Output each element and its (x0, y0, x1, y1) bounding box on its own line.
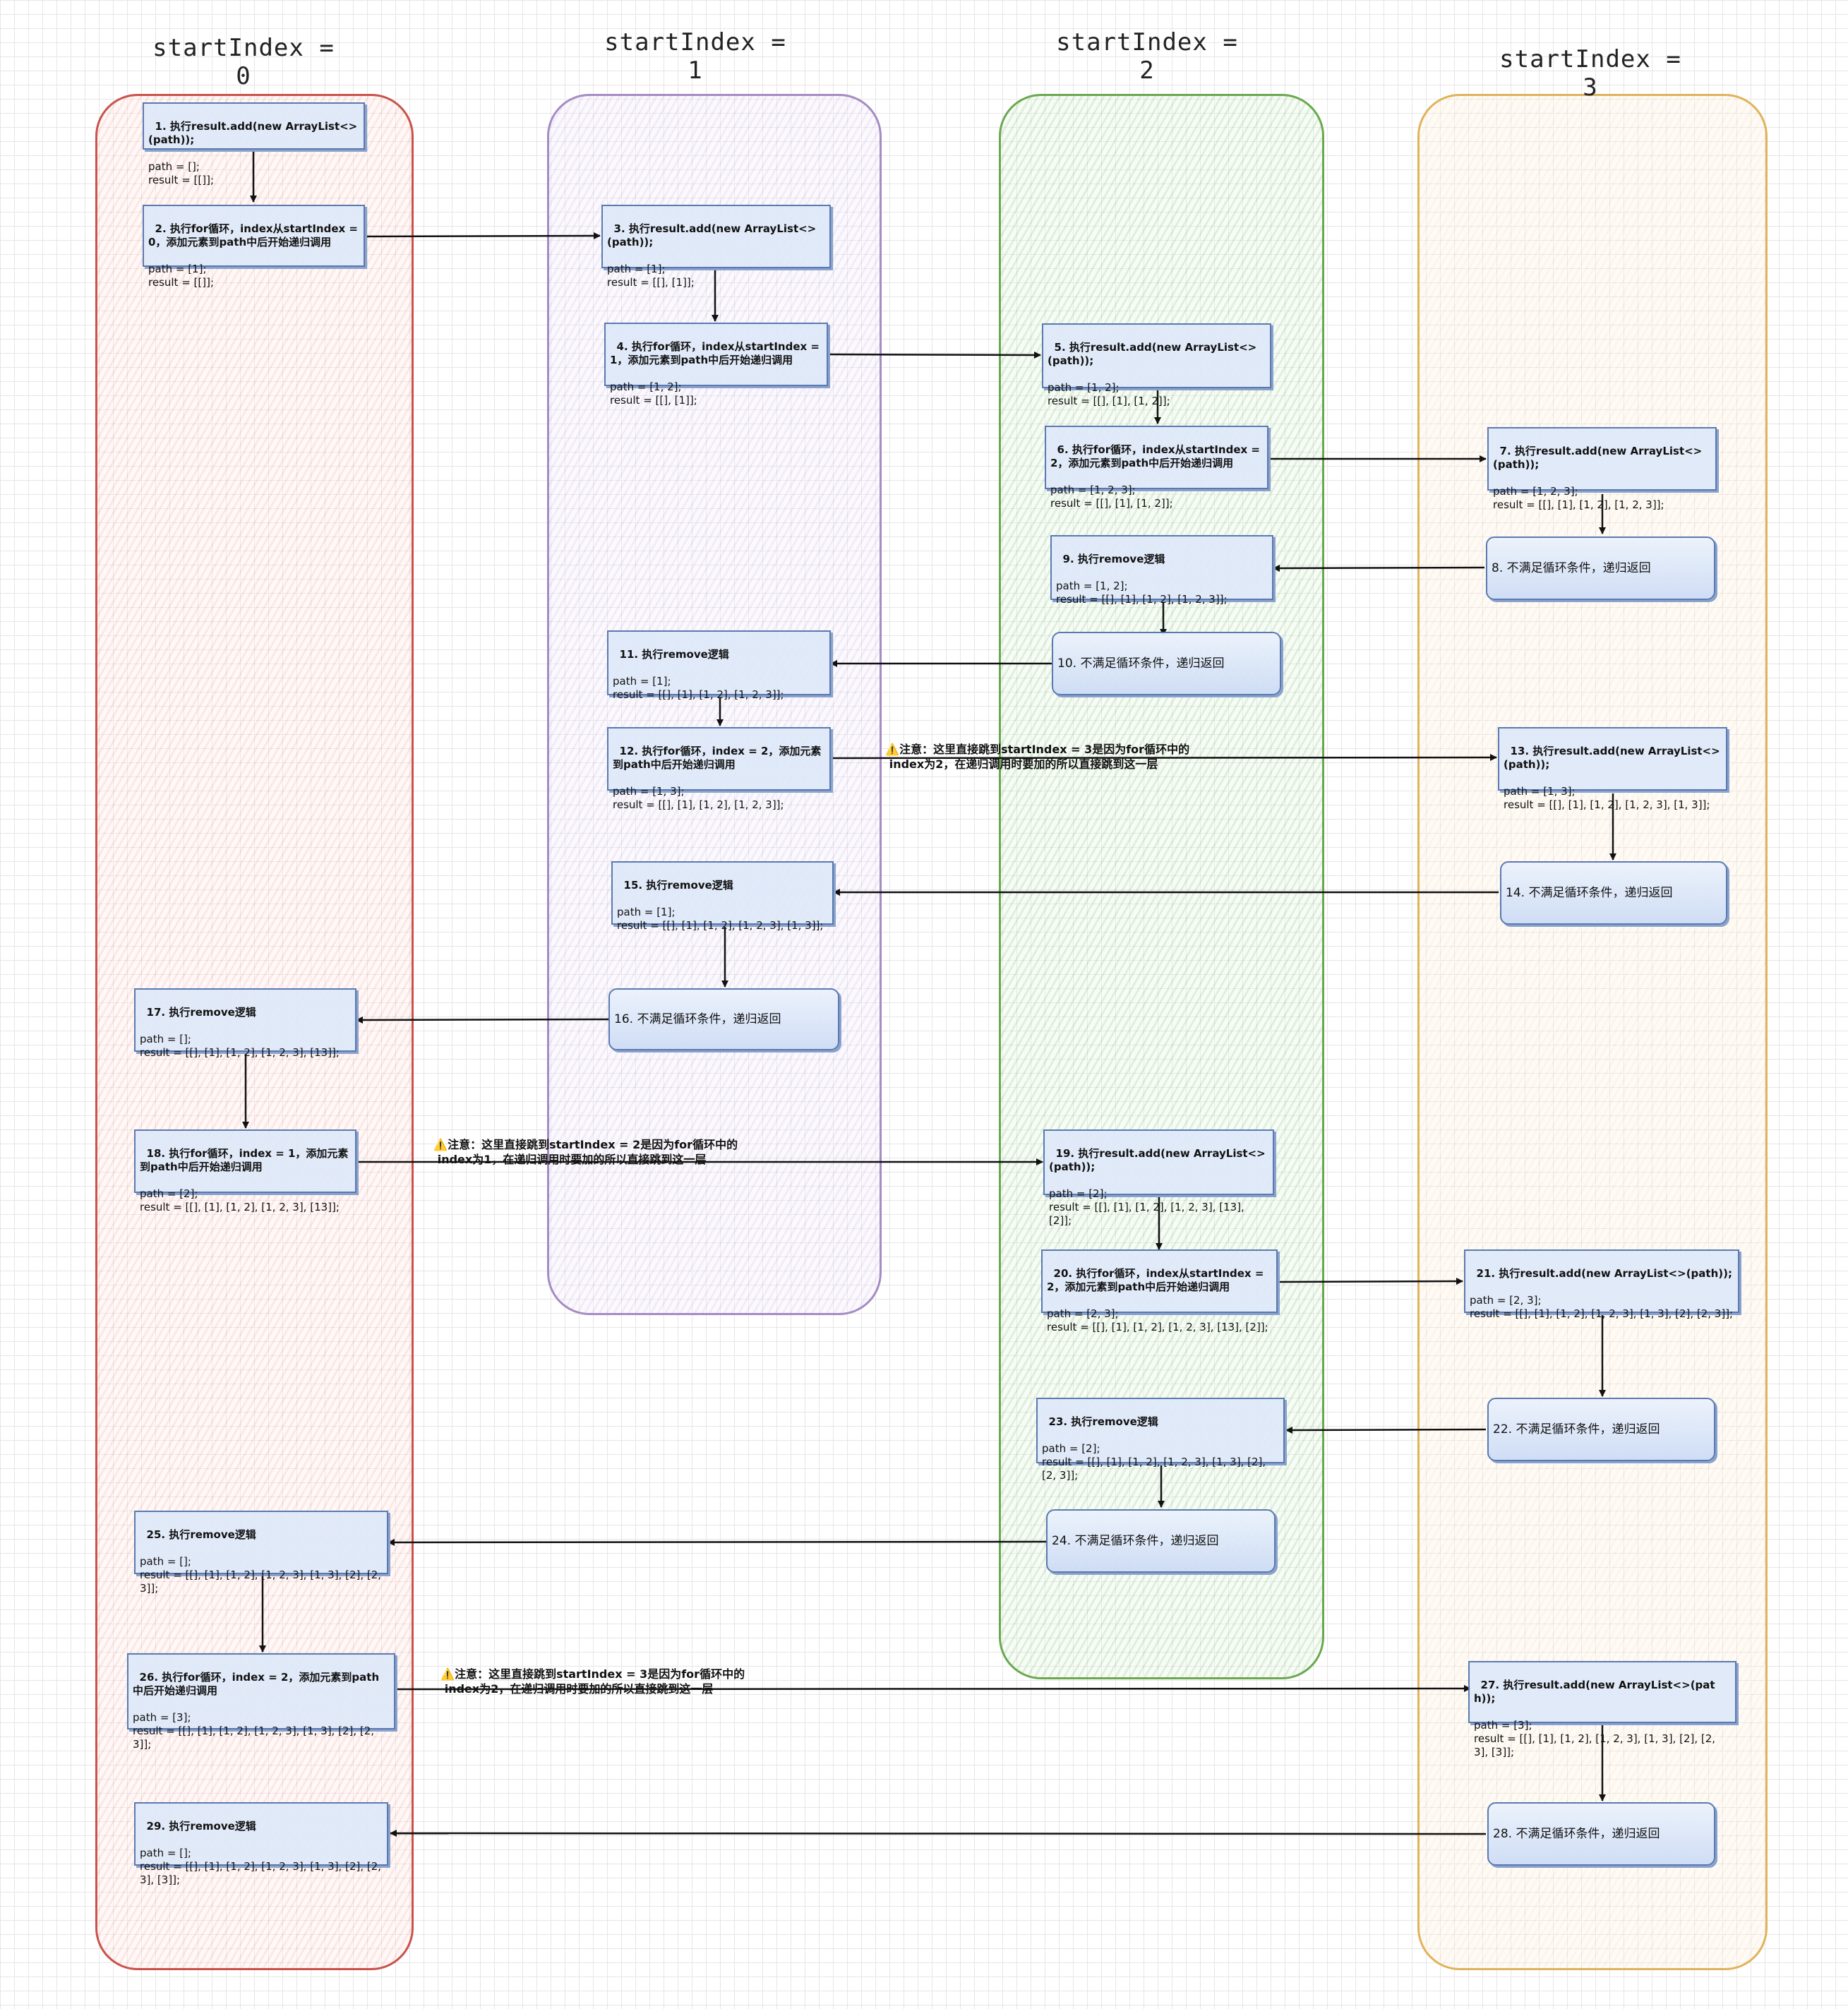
step-title: 11. 执行remove逻辑 (619, 648, 729, 661)
step-title: 22. 不满足循环条件，递归返回 (1493, 1422, 1660, 1437)
step-title: 26. 执行for循环，index = 2，添加元素到path中后开始递归调用 (133, 1671, 380, 1697)
jump-note: ⚠️注意：这里直接跳到startIndex = 3是因为for循环中的 inde… (877, 727, 1189, 772)
step-9-box: 9. 执行remove逻辑 path = [1, 2]; result = [[… (1050, 535, 1273, 606)
note-text: 注意：这里直接跳到startIndex = 3是因为for循环中的 index为… (444, 1667, 745, 1696)
step-title: 6. 执行for循环，index从startIndex = 2，添加元素到pat… (1050, 443, 1264, 469)
step-state: path = [1, 2, 3]; result = [[], [1], [1,… (1050, 484, 1173, 510)
step-13-box: 13. 执行result.add(new ArrayList<>(path));… (1498, 727, 1727, 811)
step-title: 16. 不满足循环条件，递归返回 (614, 1012, 781, 1026)
lane-title: startIndex = 3 (1499, 45, 1681, 102)
step-20-box: 20. 执行for循环，index从startIndex = 2，添加元素到pa… (1041, 1249, 1278, 1333)
note-text: 注意：这里直接跳到startIndex = 3是因为for循环中的 index为… (889, 743, 1190, 771)
jump-note: ⚠️注意：这里直接跳到startIndex = 2是因为for循环中的 inde… (426, 1122, 738, 1167)
step-21-box: 21. 执行result.add(new ArrayList<>(path));… (1464, 1249, 1739, 1320)
lane-title: startIndex = 1 (604, 28, 786, 85)
step-state: path = [1, 2]; result = [[], [1], [1, 2]… (1056, 580, 1228, 606)
step-title: 23. 执行remove逻辑 (1048, 1415, 1158, 1428)
step-title: 1. 执行result.add(new ArrayList<>(path)); (148, 120, 358, 146)
step-state: path = [3]; result = [[], [1], [1, 2], [… (133, 1711, 375, 1751)
step-state: path = []; result = [[], [1], [1, 2], [1… (140, 1033, 340, 1059)
step-state: path = [1]; result = [[], [1]]; (607, 263, 695, 289)
step-state: path = [2]; result = [[], [1], [1, 2], [… (1042, 1442, 1266, 1482)
step-state: path = [3]; result = [[], [1], [1, 2], [… (1474, 1719, 1716, 1758)
step-8-box: 8. 不满足循环条件，递归返回 (1486, 536, 1715, 600)
step-title: 20. 执行for循环，index从startIndex = 2，添加元素到pa… (1047, 1267, 1268, 1293)
step-25-box: 25. 执行remove逻辑 path = []; result = [[], … (134, 1511, 388, 1595)
step-29-box: 29. 执行remove逻辑 path = []; result = [[], … (134, 1802, 388, 1886)
step-2-box: 2. 执行for循环，index从startIndex = 0，添加元素到pat… (143, 205, 365, 289)
warning-icon: ⚠️ (440, 1667, 455, 1681)
step-state: path = []; result = [[]]; (148, 160, 215, 186)
step-title: 21. 执行result.add(new ArrayList<>(path)); (1476, 1267, 1732, 1280)
step-title: 4. 执行for循环，index从startIndex = 1，添加元素到pat… (610, 340, 824, 366)
step-27-box: 27. 执行result.add(new ArrayList<>(path));… (1468, 1661, 1736, 1758)
step-state: path = [1, 2]; result = [[], [1], [1, 2]… (1048, 381, 1170, 407)
step-state: path = []; result = [[], [1], [1, 2], [1… (140, 1555, 382, 1595)
step-state: path = [2, 3]; result = [[], [1], [1, 2]… (1047, 1307, 1268, 1333)
step-state: path = [1, 2, 3]; result = [[], [1], [1,… (1493, 485, 1664, 511)
step-17-box: 17. 执行remove逻辑 path = []; result = [[], … (134, 988, 356, 1059)
step-16-box: 16. 不满足循环条件，递归返回 (608, 988, 839, 1050)
step-title: 2. 执行for循环，index从startIndex = 0，添加元素到pat… (148, 222, 362, 248)
step-28-box: 28. 不满足循环条件，递归返回 (1487, 1802, 1715, 1866)
step-title: 29. 执行remove逻辑 (146, 1820, 256, 1833)
step-title: 25. 执行remove逻辑 (146, 1528, 256, 1541)
step-state: path = [2]; result = [[], [1], [1, 2], [… (140, 1187, 340, 1213)
step-title: 19. 执行result.add(new ArrayList<>(path)); (1049, 1147, 1266, 1173)
step-state: path = [1, 3]; result = [[], [1], [1, 2]… (1504, 785, 1710, 811)
step-title: 24. 不满足循环条件，递归返回 (1052, 1533, 1219, 1548)
step-title: 27. 执行result.add(new ArrayList<>(path)); (1474, 1679, 1715, 1705)
step-22-box: 22. 不满足循环条件，递归返回 (1487, 1398, 1715, 1461)
step-state: path = [1, 2]; result = [[], [1]]; (610, 380, 697, 407)
step-14-box: 14. 不满足循环条件，递归返回 (1500, 861, 1727, 925)
step-7-box: 7. 执行result.add(new ArrayList<>(path)); … (1487, 427, 1717, 511)
step-state: path = [1]; result = [[], [1], [1, 2], [… (613, 675, 784, 701)
step-24-box: 24. 不满足循环条件，递归返回 (1046, 1509, 1276, 1573)
step-4-box: 4. 执行for循环，index从startIndex = 1，添加元素到pat… (604, 323, 828, 407)
step-state: path = [1]; result = [[]]; (148, 263, 215, 289)
step-title: 10. 不满足循环条件，递归返回 (1057, 656, 1225, 671)
step-19-box: 19. 执行result.add(new ArrayList<>(path));… (1043, 1129, 1274, 1227)
arrow (390, 1830, 1487, 1837)
step-23-box: 23. 执行remove逻辑 path = [2]; result = [[],… (1036, 1398, 1285, 1482)
step-title: 15. 执行remove逻辑 (623, 879, 733, 892)
step-title: 3. 执行result.add(new ArrayList<>(path)); (607, 222, 817, 248)
warning-icon: ⚠️ (885, 743, 900, 756)
step-title: 8. 不满足循环条件，递归返回 (1492, 560, 1651, 575)
step-5-box: 5. 执行result.add(new ArrayList<>(path)); … (1042, 323, 1271, 407)
jump-note: ⚠️注意：这里直接跳到startIndex = 3是因为for循环中的 inde… (433, 1652, 745, 1696)
lane-title: startIndex = 0 (152, 34, 335, 90)
note-text: 注意：这里直接跳到startIndex = 2是因为for循环中的 index为… (437, 1138, 738, 1166)
step-15-box: 15. 执行remove逻辑 path = [1]; result = [[],… (611, 861, 834, 932)
step-11-box: 11. 执行remove逻辑 path = [1]; result = [[],… (607, 630, 831, 701)
step-title: 28. 不满足循环条件，递归返回 (1493, 1826, 1660, 1841)
step-state: path = [2]; result = [[], [1], [1, 2], [… (1049, 1187, 1244, 1227)
step-12-box: 12. 执行for循环，index = 2，添加元素到path中后开始递归调用 … (607, 727, 831, 811)
step-3-box: 3. 执行result.add(new ArrayList<>(path)); … (601, 205, 831, 289)
step-10-box: 10. 不满足循环条件，递归返回 (1052, 632, 1281, 695)
step-18-box: 18. 执行for循环，index = 1，添加元素到path中后开始递归调用 … (134, 1129, 356, 1213)
step-state: path = [1]; result = [[], [1], [1, 2], [… (617, 906, 824, 932)
step-title: 7. 执行result.add(new ArrayList<>(path)); (1493, 445, 1703, 471)
lane-title: startIndex = 2 (1056, 28, 1238, 85)
step-state: path = [2, 3]; result = [[], [1], [1, 2]… (1470, 1294, 1734, 1320)
step-title: 9. 执行remove逻辑 (1062, 553, 1165, 565)
step-title: 13. 执行result.add(new ArrayList<>(path)); (1504, 745, 1720, 771)
step-state: path = [1, 3]; result = [[], [1], [1, 2]… (613, 785, 784, 811)
step-state: path = []; result = [[], [1], [1, 2], [1… (140, 1847, 382, 1886)
warning-icon: ⚠️ (433, 1138, 448, 1151)
step-26-box: 26. 执行for循环，index = 2，添加元素到path中后开始递归调用 … (127, 1653, 395, 1751)
lane-start-3 (1417, 94, 1768, 1970)
step-title: 12. 执行for循环，index = 2，添加元素到path中后开始递归调用 (613, 745, 822, 771)
step-title: 18. 执行for循环，index = 1，添加元素到path中后开始递归调用 (140, 1147, 349, 1173)
step-title: 5. 执行result.add(new ArrayList<>(path)); (1048, 341, 1257, 367)
step-6-box: 6. 执行for循环，index从startIndex = 2，添加元素到pat… (1045, 426, 1268, 510)
step-title: 17. 执行remove逻辑 (146, 1006, 256, 1019)
step-1-box: 1. 执行result.add(new ArrayList<>(path)); … (143, 102, 365, 186)
step-title: 14. 不满足循环条件，递归返回 (1506, 885, 1673, 900)
